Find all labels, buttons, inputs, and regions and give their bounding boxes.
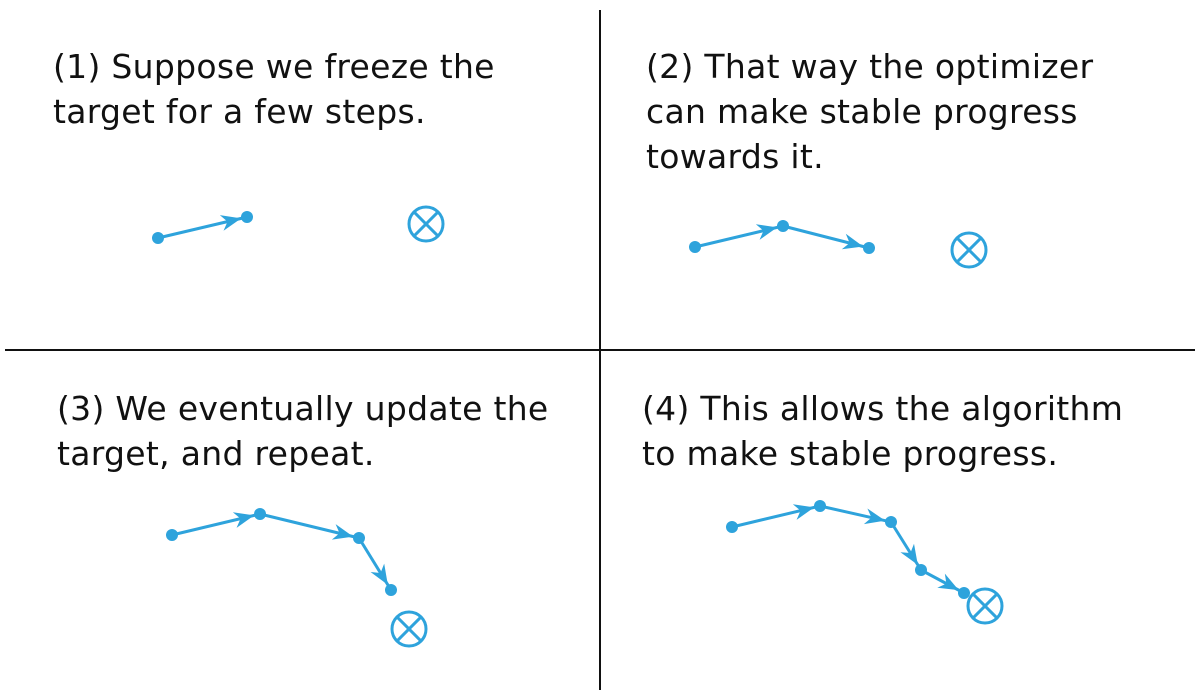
target-cross xyxy=(955,236,983,264)
iterate-point xyxy=(915,564,927,576)
target-cross xyxy=(395,615,423,643)
iterate-point xyxy=(166,529,178,541)
panel-1-caption: (1) Suppose we freeze the target for a f… xyxy=(53,44,495,134)
caption-line: to make stable progress. xyxy=(642,434,1059,473)
iterate-point xyxy=(241,211,253,223)
iterate-point xyxy=(353,532,365,544)
iterate-point xyxy=(385,584,397,596)
caption-line: (2) That way the optimizer xyxy=(646,47,1094,86)
arrowhead-icon xyxy=(792,504,815,520)
arrowhead-icon xyxy=(937,573,959,591)
target-icon xyxy=(966,587,1004,625)
caption-line: (4) This allows the algorithm xyxy=(642,389,1124,428)
iterate-point xyxy=(152,232,164,244)
iterate-point xyxy=(777,220,789,232)
caption-line: towards it. xyxy=(646,137,824,176)
arrowhead-icon xyxy=(232,512,255,528)
arrowhead-icon xyxy=(841,233,864,250)
target-cross xyxy=(412,210,440,238)
iterate-point xyxy=(885,516,897,528)
caption-line: can make stable progress xyxy=(646,92,1078,131)
target-cross xyxy=(971,592,999,620)
caption-line: target, and repeat. xyxy=(57,434,375,473)
iterate-point xyxy=(254,508,266,520)
iterate-point xyxy=(726,521,738,533)
arrowhead-icon xyxy=(900,543,918,565)
caption-line: (3) We eventually update the xyxy=(57,389,549,428)
target-icon xyxy=(390,610,428,648)
iterate-point xyxy=(689,241,701,253)
caption-line: target for a few steps. xyxy=(53,92,426,131)
caption-line: (1) Suppose we freeze the xyxy=(53,47,495,86)
arrowhead-icon xyxy=(219,215,242,231)
panel-4-caption: (4) This allows the algorithm to make st… xyxy=(642,386,1123,476)
target-icon xyxy=(950,231,988,269)
panel-3-caption: (3) We eventually update the target, and… xyxy=(57,386,549,476)
arrowhead-icon xyxy=(370,563,388,585)
arrowhead-icon xyxy=(755,224,778,240)
panel-2-caption: (2) That way the optimizer can make stab… xyxy=(646,44,1093,179)
arrowhead-icon xyxy=(331,524,354,540)
arrowhead-icon xyxy=(863,508,886,525)
target-icon xyxy=(407,205,445,243)
iterate-point xyxy=(863,242,875,254)
iterate-point xyxy=(814,500,826,512)
iterate-point xyxy=(958,587,970,599)
